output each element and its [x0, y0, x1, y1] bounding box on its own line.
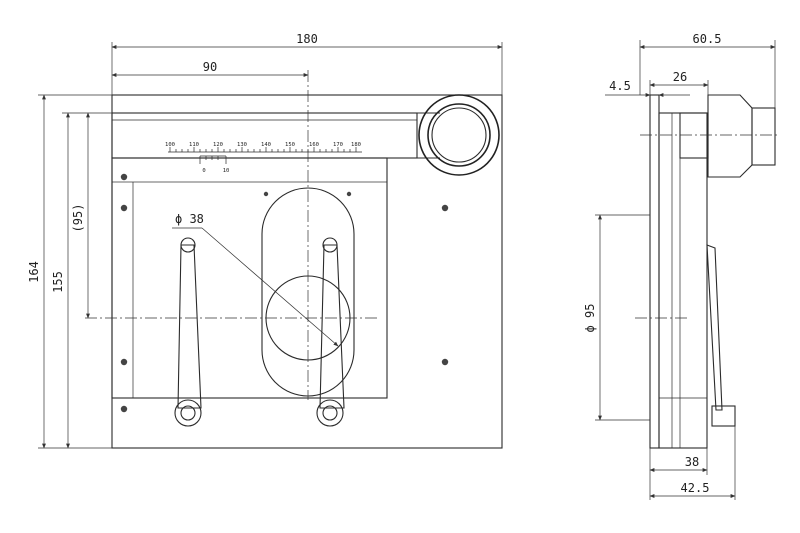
- scale-tick-150: 150: [285, 142, 295, 148]
- scale-tick-140: 140: [261, 142, 271, 148]
- dim-base-total: 42.5: [681, 481, 710, 495]
- dim-hole-diameter: ϕ 38: [175, 212, 204, 226]
- dim-width-total: 180: [296, 32, 318, 46]
- scale-tick-100: 100: [165, 142, 175, 148]
- main-frame: [111, 157, 388, 399]
- side-view: 60.5 26 4.5 ϕ 95 38 42.5: [583, 32, 780, 500]
- dim-offset: 4.5: [609, 79, 631, 93]
- side-base-plate: [649, 94, 660, 449]
- dim-height-inner: 155: [51, 271, 65, 293]
- side-lever: [706, 244, 736, 427]
- dim-height-total: 164: [27, 261, 41, 283]
- dim-depth-total: 60.5: [693, 32, 722, 46]
- lever-right: [316, 237, 345, 427]
- scale-tick-110: 110: [189, 142, 199, 148]
- vernier-tick-10: 10: [223, 168, 230, 174]
- mounting-holes: [120, 173, 449, 413]
- scale-tick-170: 170: [333, 142, 343, 148]
- scale-tick-120: 120: [213, 142, 223, 148]
- front-view: 100 110 120 130 140 150 160 170 180 0 10: [27, 32, 503, 449]
- dim-base-depth: 38: [685, 455, 699, 469]
- adjustment-knob: [417, 94, 500, 176]
- side-knob: [679, 94, 776, 178]
- scale-tick-180: 180: [351, 142, 361, 148]
- scale-tick-160: 160: [309, 142, 319, 148]
- scale: 100 110 120 130 140 150 160 170 180 0 10: [165, 142, 362, 174]
- dim-depth-mid: 26: [673, 70, 687, 84]
- vernier-tick-0: 0: [202, 168, 205, 174]
- dim-width-half: 90: [203, 60, 217, 74]
- scale-tick-130: 130: [237, 142, 247, 148]
- dim-height-ref: (95): [71, 204, 85, 233]
- dim-bore-diameter: ϕ 95: [583, 304, 597, 333]
- lever-left: [174, 237, 202, 427]
